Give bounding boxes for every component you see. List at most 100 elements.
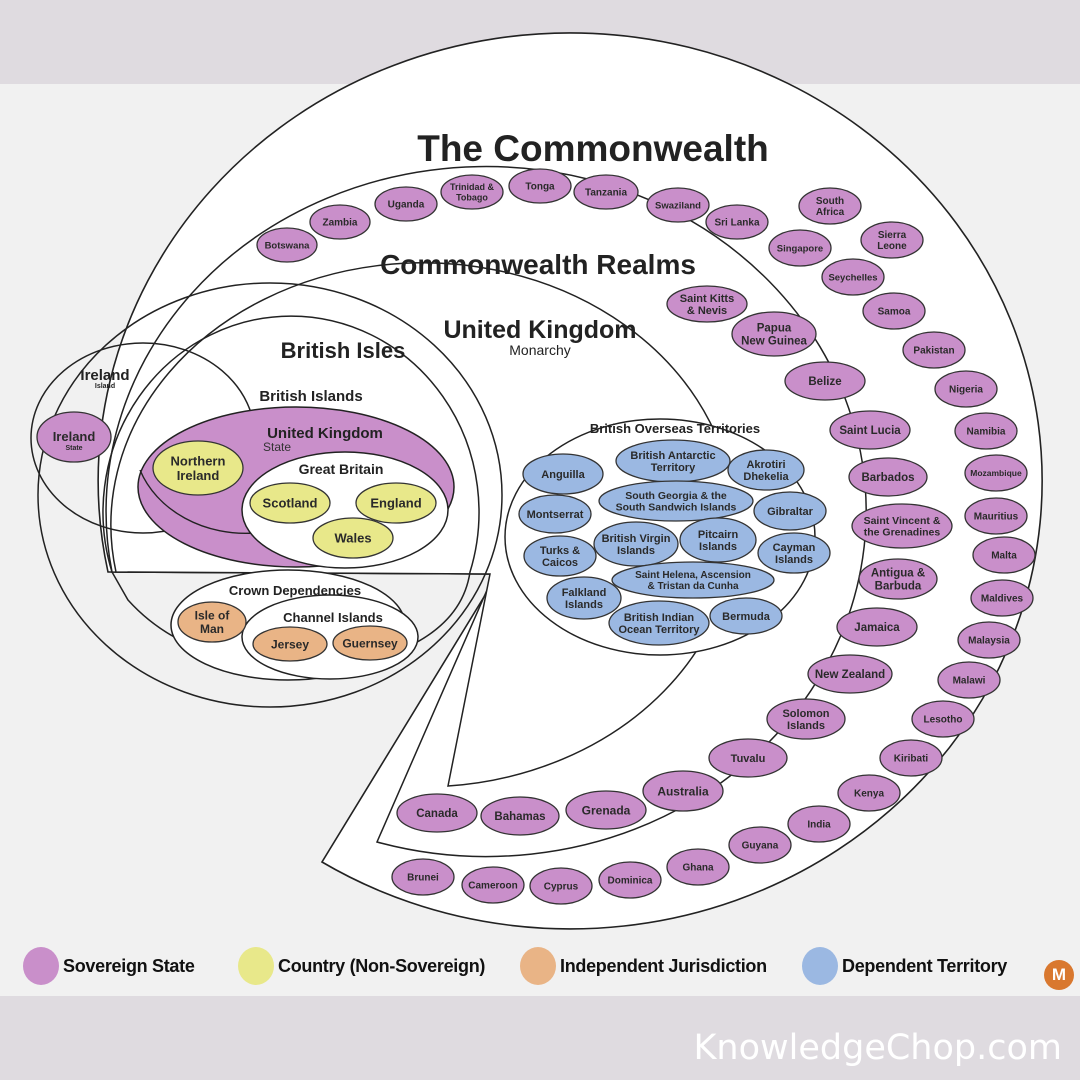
realm-bahamas[interactable]: Bahamas <box>480 796 560 836</box>
commonwealth-member-malaysia[interactable]: Malaysia <box>957 621 1021 659</box>
commonwealth-member-namibia[interactable]: Namibia <box>954 412 1018 450</box>
commonwealth-member-brunei[interactable]: Brunei <box>391 858 455 896</box>
commonwealth-member-sri-lanka[interactable]: Sri Lanka <box>705 204 769 240</box>
commonwealth-member-ghana[interactable]: Ghana <box>666 848 730 886</box>
overseas-territory-anguilla[interactable]: Anguilla <box>522 453 604 495</box>
commonwealth-title: The Commonwealth <box>417 128 769 169</box>
realm-australia[interactable]: Australia <box>642 770 724 812</box>
blob-label: New Guinea <box>741 336 807 348</box>
uk-country-wales[interactable]: Wales <box>312 517 394 559</box>
commonwealth-member-samoa[interactable]: Samoa <box>862 292 926 330</box>
blob-shape <box>666 285 748 323</box>
realm-saint-lucia[interactable]: Saint Lucia <box>829 410 911 450</box>
overseas-territory-bermuda[interactable]: Bermuda <box>709 597 783 635</box>
blob-label: Isle of <box>195 609 231 623</box>
overseas-territory-montserrat[interactable]: Montserrat <box>518 494 592 534</box>
blob-shape <box>768 229 832 267</box>
blob-shape <box>879 739 943 777</box>
commonwealth-member-malta[interactable]: Malta <box>972 536 1036 574</box>
blob-label: Grenada <box>582 803 631 817</box>
legend-label: Country (Non-Sovereign) <box>278 955 486 976</box>
blob-label: Ghana <box>682 863 714 874</box>
commonwealth-member-uganda[interactable]: Uganda <box>374 186 438 222</box>
commonwealth-member-tanzania[interactable]: Tanzania <box>573 174 639 210</box>
realm-antigua-barbuda[interactable]: Antigua &Barbuda <box>858 558 938 600</box>
commonwealth-member-maldives[interactable]: Maldives <box>970 579 1034 617</box>
commonwealth-member-guyana[interactable]: Guyana <box>728 826 792 864</box>
blob-label: Saint Helena, Ascension <box>635 570 751 581</box>
blob-label: the Grenadines <box>864 527 941 539</box>
overseas-territory-turks-caicos[interactable]: Turks &Caicos <box>523 535 597 577</box>
uk-country-england[interactable]: England <box>355 482 437 524</box>
commonwealth-member-botswana[interactable]: Botswana <box>256 227 318 263</box>
commonwealth-member-swaziland[interactable]: Swaziland <box>646 187 710 223</box>
blob-shape <box>829 410 911 450</box>
commonwealth-member-cameroon[interactable]: Cameroon <box>461 866 525 904</box>
commonwealth-member-singapore[interactable]: Singapore <box>768 229 832 267</box>
realm-grenada[interactable]: Grenada <box>565 790 647 830</box>
realm-belize[interactable]: Belize <box>784 361 866 401</box>
commonwealth-member-trinidad-tobago[interactable]: Trinidad &Tobago <box>440 174 504 210</box>
realm-saint-vincent-the-grenadines[interactable]: Saint Vincent &the Grenadines <box>851 503 953 549</box>
commonwealth-member-india[interactable]: India <box>787 805 851 843</box>
realm-saint-kitts-nevis[interactable]: Saint Kitts& Nevis <box>666 285 748 323</box>
overseas-territory-gibraltar[interactable]: Gibraltar <box>753 491 827 531</box>
realm-jamaica[interactable]: Jamaica <box>836 607 918 647</box>
blob-label: Namibia <box>967 427 1006 438</box>
commonwealth-member-mozambique[interactable]: Mozambique <box>964 454 1028 492</box>
blob-shape <box>753 491 827 531</box>
legend-item-independent: Independent Jurisdiction <box>520 947 767 985</box>
commonwealth-member-dominica[interactable]: Dominica <box>598 861 662 899</box>
blob-shape <box>312 517 394 559</box>
realm-barbados[interactable]: Barbados <box>848 457 928 497</box>
blob-shape <box>461 866 525 904</box>
blob-label: Nigeria <box>949 385 983 396</box>
blob-label: Jersey <box>271 637 309 651</box>
commonwealth-member-kenya[interactable]: Kenya <box>837 774 901 812</box>
overseas-territory-saint-helena-ascension-tristan-da-cunha[interactable]: Saint Helena, Ascension& Tristan da Cunh… <box>611 561 775 599</box>
blob-label: Bahamas <box>494 811 545 823</box>
blob-label: Mauritius <box>974 512 1019 523</box>
commonwealth-member-zambia[interactable]: Zambia <box>309 204 371 240</box>
blob-label: Barbados <box>861 472 914 484</box>
crown-dependency-jersey[interactable]: Jersey <box>252 626 328 662</box>
commonwealth-member-mauritius[interactable]: Mauritius <box>964 497 1028 535</box>
realm-new-zealand[interactable]: New Zealand <box>807 654 893 694</box>
blob-shape <box>480 796 560 836</box>
commonwealth-member-cyprus[interactable]: Cyprus <box>529 867 593 905</box>
blob-label: Brunei <box>407 873 439 884</box>
commonwealth-member-pakistan[interactable]: Pakistan <box>902 331 966 369</box>
crown-dependency-guernsey[interactable]: Guernsey <box>332 625 408 661</box>
commonwealth-member-malawi[interactable]: Malawi <box>937 661 1001 699</box>
realm-tuvalu[interactable]: Tuvalu <box>708 738 788 778</box>
realm-canada[interactable]: Canada <box>396 793 478 833</box>
commonwealth-member-tonga[interactable]: Tonga <box>508 168 572 204</box>
blob-shape <box>642 770 724 812</box>
ireland-state[interactable]: Ireland State <box>36 411 112 463</box>
uk-state-subtitle: State <box>263 440 291 454</box>
legend-label: Sovereign State <box>63 955 195 976</box>
commonwealth-member-kiribati[interactable]: Kiribati <box>879 739 943 777</box>
blob-shape <box>934 370 998 408</box>
blob-shape <box>611 561 775 599</box>
commonwealth-member-lesotho[interactable]: Lesotho <box>911 700 975 738</box>
blob-label: Dhekelia <box>743 471 789 483</box>
blob-label: Sierra <box>878 230 907 241</box>
uk-country-scotland[interactable]: Scotland <box>249 482 331 524</box>
commonwealth-member-seychelles[interactable]: Seychelles <box>821 258 885 296</box>
commonwealth-member-nigeria[interactable]: Nigeria <box>934 370 998 408</box>
